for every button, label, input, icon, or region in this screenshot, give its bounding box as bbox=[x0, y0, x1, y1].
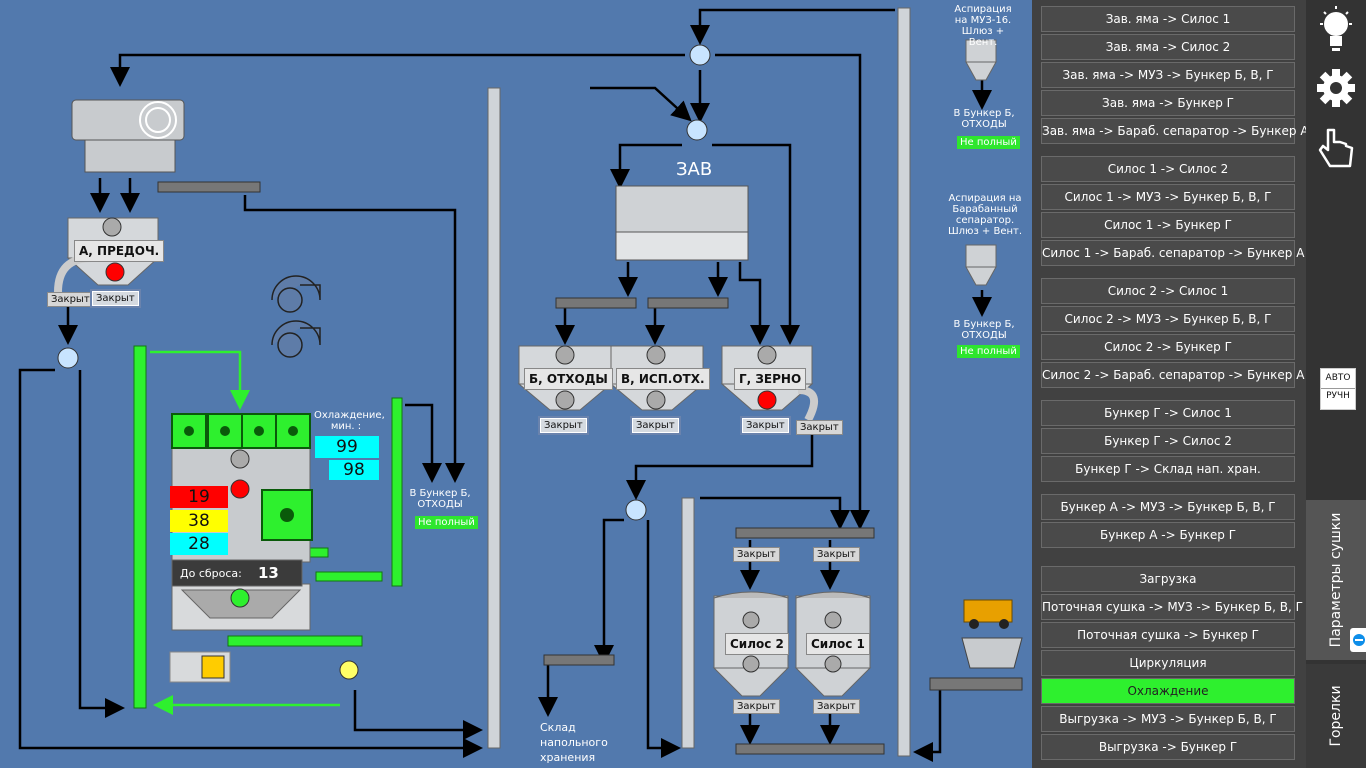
route-button[interactable]: Поточная сушка -> Бункер Г bbox=[1041, 622, 1295, 648]
route-button[interactable]: Бункер А -> МУЗ -> Бункер Б, В, Г bbox=[1041, 494, 1295, 520]
route-button[interactable]: Зав. яма -> МУЗ -> Бункер Б, В, Г bbox=[1041, 62, 1295, 88]
cooling-label: Охлаждение, мин. : bbox=[314, 410, 385, 432]
route-button[interactable]: Зав. яма -> Силос 2 bbox=[1041, 34, 1295, 60]
gate-state[interactable]: Закрыт bbox=[813, 547, 860, 562]
route-button[interactable]: Силос 1 -> МУЗ -> Бункер Б, В, Г bbox=[1041, 184, 1295, 210]
route-group-silo2: Силос 2 -> Силос 1 Силос 2 -> МУЗ -> Бун… bbox=[1041, 278, 1304, 390]
scheme-lines bbox=[18, 7, 1023, 762]
process-scheme: ЗАВ А, ПРЕДОЧ. Б, ОТХОДЫ В, ИСП.ОТХ. Г, … bbox=[18, 4, 1023, 764]
to-bunker-b-label: В Бункер Б, ОТХОДЫ bbox=[409, 488, 471, 510]
silo-2-label: Силос 2 bbox=[725, 633, 789, 655]
route-button[interactable]: Зав. яма -> Бункер Г bbox=[1041, 90, 1295, 116]
gate-state[interactable]: Закрыт bbox=[90, 289, 141, 308]
bunker-v-label: В, ИСП.ОТХ. bbox=[616, 368, 710, 390]
tab-burners-label: Горелки bbox=[1328, 685, 1344, 747]
route-button[interactable]: Выгрузка -> Бункер Г bbox=[1041, 734, 1295, 760]
gate-state[interactable]: Закрыт bbox=[813, 699, 860, 714]
side-toolbar: АВТО РУЧН Параметры сушки Горелки bbox=[1306, 0, 1366, 768]
teamviewer-icon[interactable] bbox=[1350, 628, 1366, 652]
gate-state[interactable]: Закрыт bbox=[733, 699, 780, 714]
route-button[interactable]: Бункер А -> Бункер Г bbox=[1041, 522, 1295, 548]
mode-auto-label: АВТО bbox=[1325, 373, 1351, 383]
to-bunker-b-label: В Бункер Б, ОТХОДЫ bbox=[953, 108, 1015, 130]
route-button[interactable]: Бункер Г -> Силос 2 bbox=[1041, 428, 1295, 454]
temperature-red: 19 bbox=[170, 486, 228, 508]
aspiration-separator-label: Аспирация на Барабанный сепаратор. Шлюз … bbox=[947, 193, 1023, 237]
route-group-bunker-g: Бункер Г -> Силос 1 Бункер Г -> Силос 2 … bbox=[1041, 400, 1295, 484]
route-button[interactable]: Выгрузка -> МУЗ -> Бункер Б, В, Г bbox=[1041, 706, 1295, 732]
floor-storage-label: Склад напольного хранения bbox=[540, 721, 608, 764]
route-button[interactable]: Силос 2 -> Бункер Г bbox=[1041, 334, 1295, 360]
gate-state[interactable]: Закрыт bbox=[630, 416, 681, 435]
route-button-active[interactable]: Охлаждение bbox=[1041, 678, 1295, 704]
route-group-pit: Зав. яма -> Силос 1 Зав. яма -> Силос 2 … bbox=[1041, 6, 1309, 146]
lightbulb-icon[interactable] bbox=[1318, 6, 1354, 54]
level-state: Не полный bbox=[957, 136, 1020, 149]
bunker-g-label: Г, ЗЕРНО bbox=[734, 368, 807, 390]
route-button[interactable]: Зав. яма -> Бараб. сепаратор -> Бункер А bbox=[1041, 118, 1309, 144]
route-button[interactable]: Силос 2 -> МУЗ -> Бункер Б, В, Г bbox=[1041, 306, 1295, 332]
route-button[interactable]: Бункер Г -> Склад нап. хран. bbox=[1041, 456, 1295, 482]
route-group-bunker-a: Бункер А -> МУЗ -> Бункер Б, В, Г Бункер… bbox=[1041, 494, 1295, 550]
route-button[interactable]: Загрузка bbox=[1041, 566, 1295, 592]
temperature-yellow: 38 bbox=[170, 510, 228, 532]
mode-manual-label: РУЧН bbox=[1321, 388, 1355, 401]
tab-burners[interactable]: Горелки bbox=[1306, 664, 1366, 768]
route-panel: Зав. яма -> Силос 1 Зав. яма -> Силос 2 … bbox=[1032, 0, 1309, 768]
cooling-setpoint[interactable]: 99 bbox=[315, 436, 379, 458]
mode-switch[interactable]: АВТО РУЧН bbox=[1320, 368, 1356, 410]
bunker-a-label: А, ПРЕДОЧ. bbox=[74, 240, 165, 262]
discharge-countdown-value: 13 bbox=[258, 564, 279, 582]
level-state: Не полный bbox=[957, 345, 1020, 358]
route-button[interactable]: Циркуляция bbox=[1041, 650, 1295, 676]
temperature-cyan: 28 bbox=[170, 533, 228, 555]
route-button[interactable]: Силос 1 -> Бараб. сепаратор -> Бункер А bbox=[1041, 240, 1304, 266]
gate-state[interactable]: Закрыт bbox=[796, 420, 843, 435]
route-button[interactable]: Зав. яма -> Силос 1 bbox=[1041, 6, 1295, 32]
aspiration-muz-label: Аспирация на МУЗ-16. Шлюз + Вент. bbox=[954, 4, 1012, 48]
hand-pointer-icon[interactable] bbox=[1316, 126, 1356, 172]
gear-icon[interactable] bbox=[1316, 68, 1356, 108]
level-state: Не полный bbox=[415, 516, 478, 529]
gate-state[interactable]: Закрыт bbox=[47, 292, 94, 307]
silo-1-label: Силос 1 bbox=[806, 633, 870, 655]
route-button[interactable]: Силос 2 -> Силос 1 bbox=[1041, 278, 1295, 304]
route-group-silo1: Силос 1 -> Силос 2 Силос 1 -> МУЗ -> Бун… bbox=[1041, 156, 1304, 268]
bunker-b-label: Б, ОТХОДЫ bbox=[524, 368, 613, 390]
tab-drying-label: Параметры сушки bbox=[1328, 512, 1344, 648]
zav-label: ЗАВ bbox=[676, 159, 713, 180]
route-button[interactable]: Поточная сушка -> МУЗ -> Бункер Б, В, Г bbox=[1041, 594, 1303, 620]
route-button[interactable]: Силос 1 -> Бункер Г bbox=[1041, 212, 1295, 238]
route-button[interactable]: Силос 2 -> Бараб. сепаратор -> Бункер А bbox=[1041, 362, 1304, 388]
gate-state[interactable]: Закрыт bbox=[740, 416, 791, 435]
route-button[interactable]: Бункер Г -> Силос 1 bbox=[1041, 400, 1295, 426]
gate-state[interactable]: Закрыт bbox=[733, 547, 780, 562]
route-group-dryer: Загрузка Поточная сушка -> МУЗ -> Бункер… bbox=[1041, 566, 1303, 762]
cooling-remaining: 98 bbox=[329, 460, 379, 480]
gate-state[interactable]: Закрыт bbox=[538, 416, 589, 435]
route-button[interactable]: Силос 1 -> Силос 2 bbox=[1041, 156, 1295, 182]
discharge-countdown-label: До сброса: bbox=[180, 567, 242, 580]
to-bunker-b-label: В Бункер Б, ОТХОДЫ bbox=[953, 319, 1015, 341]
